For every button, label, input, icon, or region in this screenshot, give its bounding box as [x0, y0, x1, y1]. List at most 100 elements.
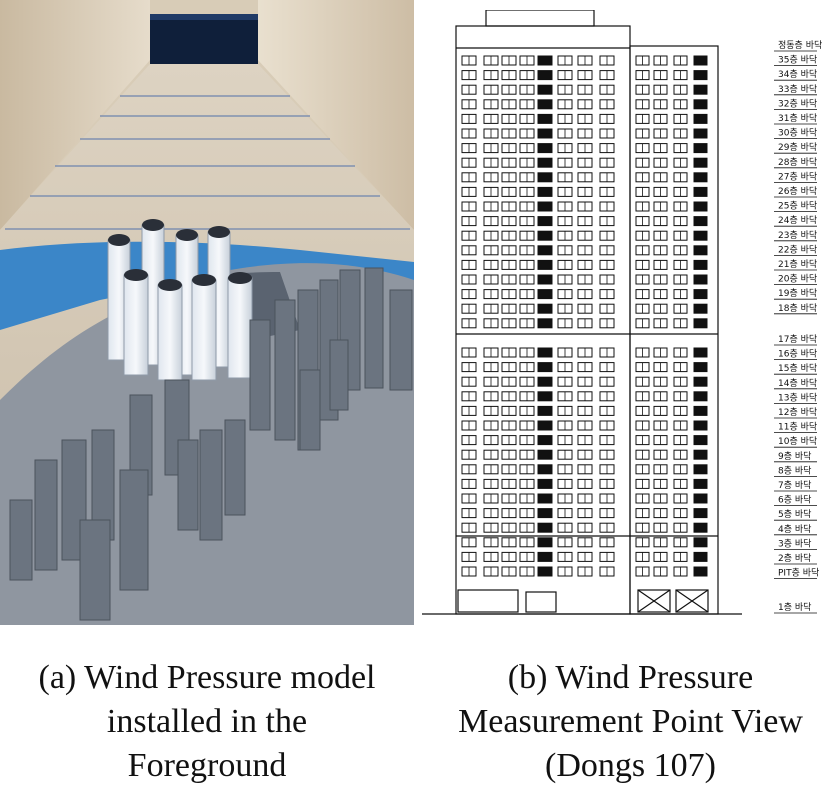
window-unit [537, 362, 553, 373]
window-unit [693, 245, 708, 256]
floor-label: 23층 바닥 [778, 230, 817, 241]
floor-label: 29층 바닥 [778, 142, 817, 153]
wind-tunnel-illustration [0, 0, 414, 625]
floor-label: 24층 바닥 [778, 215, 817, 226]
window-unit [693, 157, 708, 168]
window-unit [537, 128, 553, 139]
window-unit [537, 318, 553, 329]
window-unit [537, 405, 553, 416]
window-unit [537, 493, 553, 504]
caption-b-line-2: Measurement Point View [458, 703, 803, 740]
floor-label: 3층 바닥 [778, 538, 811, 549]
floor-label: 34층 바닥 [778, 69, 817, 80]
floor-label: 32층 바닥 [778, 98, 817, 109]
floor-label: 27층 바닥 [778, 171, 817, 182]
window-unit [693, 216, 708, 227]
floor-label: 6층 바닥 [778, 495, 811, 506]
window-unit [537, 201, 553, 212]
window-unit [693, 318, 708, 329]
floor-label: 12층 바닥 [778, 407, 817, 418]
side-entrance [525, 591, 557, 613]
window-unit [693, 143, 708, 154]
floor-label: 14층 바닥 [778, 378, 817, 389]
floor-label: 9층 바닥 [778, 451, 811, 462]
window-unit [693, 551, 708, 562]
caption-b-line-3: (Dongs 107) [545, 747, 716, 784]
window-unit [693, 508, 708, 519]
window-unit [693, 420, 708, 431]
window-unit [693, 464, 708, 475]
acrylic-model-towers [107, 219, 253, 381]
floor-label: PIT층 바닥 [778, 568, 819, 579]
caption-b-line-1: (b) Wind Pressure [507, 659, 754, 696]
caption-b: (b) Wind Pressure Measurement Point View… [422, 656, 839, 788]
window-unit [537, 289, 553, 300]
window-unit [693, 362, 708, 373]
window-unit [693, 99, 708, 110]
roof-structure [485, 9, 595, 27]
floor-label: 5층 바닥 [778, 509, 811, 520]
floor-label: 1층 바닥 [778, 602, 811, 613]
window-unit [693, 435, 708, 446]
window-unit [537, 478, 553, 489]
lobby-entrance [457, 589, 519, 613]
window-unit [693, 259, 708, 270]
floor-label: 21층 바닥 [778, 259, 817, 270]
window-unit [537, 230, 553, 241]
window-unit [537, 566, 553, 577]
window-unit [693, 201, 708, 212]
surrounding-building-blocks [9, 267, 413, 621]
window-unit [693, 289, 708, 300]
window-grid [461, 55, 708, 577]
window-unit [693, 172, 708, 183]
floor-label: 31층 바닥 [778, 113, 817, 124]
window-unit [693, 303, 708, 314]
window-unit [693, 230, 708, 241]
floor-label: 8층 바닥 [778, 465, 811, 476]
window-unit [693, 391, 708, 402]
window-unit [537, 303, 553, 314]
caption-a: (a) Wind Pressure model installed in the… [0, 656, 414, 788]
floor-label: 22층 바닥 [778, 244, 817, 255]
window-unit [537, 537, 553, 548]
floor-label: 28층 바닥 [778, 157, 817, 168]
window-unit [693, 70, 708, 81]
window-unit [537, 391, 553, 402]
floor-label: 정동층 바닥 [778, 40, 822, 51]
window-unit [693, 186, 708, 197]
window-unit [693, 405, 708, 416]
window-unit [537, 157, 553, 168]
window-unit [537, 376, 553, 387]
floor-label: 15층 바닥 [778, 363, 817, 374]
window-unit [693, 566, 708, 577]
window-unit [693, 449, 708, 460]
window-unit [537, 259, 553, 270]
window-unit [537, 99, 553, 110]
floor-label: 13층 바닥 [778, 392, 817, 403]
window-unit [693, 376, 708, 387]
window-unit [693, 478, 708, 489]
floor-label: 30층 바닥 [778, 128, 817, 139]
window-unit [537, 420, 553, 431]
window-unit [693, 128, 708, 139]
floor-label: 35층 바닥 [778, 55, 817, 66]
window-unit [537, 551, 553, 562]
floor-label: 33층 바닥 [778, 84, 817, 95]
floor-label: 19층 바닥 [778, 288, 817, 299]
window-unit [537, 245, 553, 256]
window-unit [537, 274, 553, 285]
window-unit [537, 216, 553, 227]
floor-label: 11층 바닥 [778, 422, 817, 433]
window-unit [693, 522, 708, 533]
window-unit [537, 449, 553, 460]
caption-a-line-3: Foreground [127, 747, 287, 784]
window-unit [537, 522, 553, 533]
building-outline [422, 9, 742, 615]
elevation-drawing: 정동층 바닥 35층 바닥 34층 바닥 33층 바닥 32층 바닥 31층 바닥 30층 … [422, 9, 839, 622]
floor-label: 16층 바닥 [778, 349, 817, 360]
floor-label: 26층 바닥 [778, 186, 817, 197]
building-elevation-svg: 정동층 바닥 35층 바닥 34층 바닥 33층 바닥 32층 바닥 31층 바닥 30층 … [422, 9, 822, 615]
floor-label: 18층 바닥 [778, 303, 817, 314]
window-unit [537, 347, 553, 358]
floor-label: 2층 바닥 [778, 553, 811, 564]
